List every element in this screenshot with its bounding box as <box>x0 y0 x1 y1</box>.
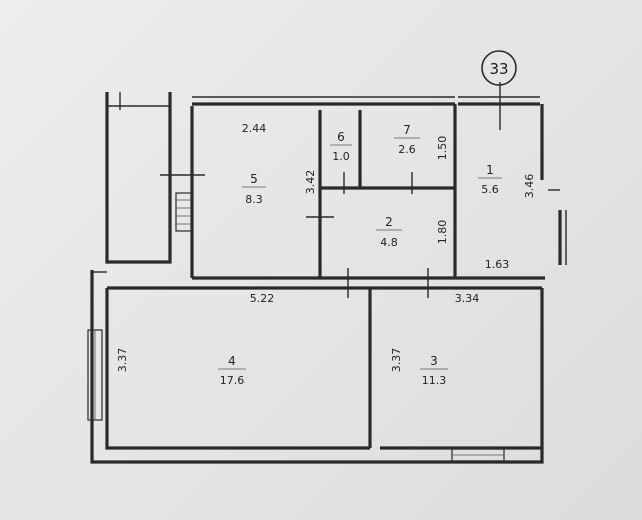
room-3-area: 11.3 <box>422 374 447 387</box>
dim-3-37-left: 3.37 <box>116 348 129 373</box>
dim-2-44: 2.44 <box>242 122 267 135</box>
dim-1-63: 1.63 <box>485 258 510 271</box>
apartment-number: 33 <box>489 60 508 78</box>
room-4-area: 17.6 <box>220 374 245 387</box>
upper-block-walls <box>190 96 567 280</box>
lower-block-walls <box>87 270 544 464</box>
dim-3-46: 3.46 <box>523 174 536 199</box>
dim-3-37-mid: 3.37 <box>390 348 403 373</box>
left-loggia <box>105 92 205 264</box>
dim-5-22: 5.22 <box>250 292 275 305</box>
room-6-number: 6 <box>337 130 345 144</box>
dim-3-42: 3.42 <box>304 170 317 195</box>
dim-1-80: 1.80 <box>436 220 449 245</box>
dim-1-50: 1.50 <box>436 136 449 161</box>
room-2-number: 2 <box>385 215 393 229</box>
room-1-number: 1 <box>486 163 494 177</box>
room-1-area: 5.6 <box>481 183 499 196</box>
room-4-number: 4 <box>228 354 236 368</box>
room-7-area: 2.6 <box>398 143 416 156</box>
door-marks <box>306 82 501 298</box>
room-6-area: 1.0 <box>332 150 350 163</box>
room-3-number: 3 <box>430 354 438 368</box>
room-7-number: 7 <box>403 123 411 137</box>
apartment-number-circle <box>481 50 517 86</box>
room-5-number: 5 <box>250 172 258 186</box>
dim-3-34: 3.34 <box>455 292 480 305</box>
room-5-area: 8.3 <box>245 193 263 206</box>
room-2-area: 4.8 <box>380 236 398 249</box>
